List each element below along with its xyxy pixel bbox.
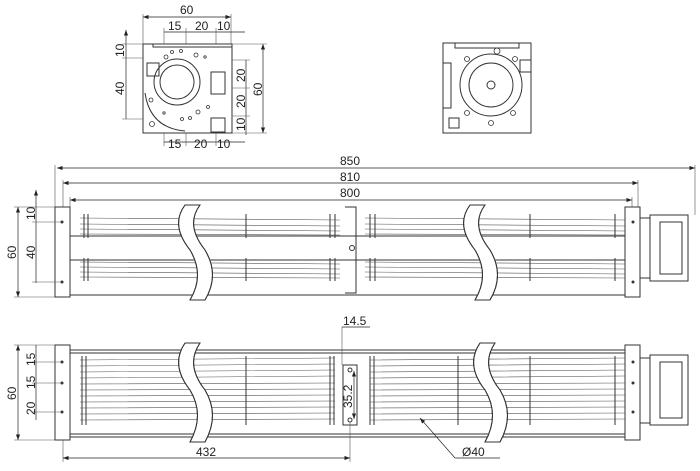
dim-center-distance: 432 <box>196 445 216 459</box>
dim-left-left-b: 40 <box>113 81 127 95</box>
dim-bottom-h-b: 15 <box>24 375 38 389</box>
dim-left-top-a: 15 <box>168 19 182 33</box>
dim-body-length: 800 <box>340 186 360 200</box>
dim-bracket-hole-spacing: 35.2 <box>341 384 355 408</box>
dim-top-height-a: 10 <box>24 206 38 220</box>
dim-bracket-offset: 14.5 <box>343 314 367 328</box>
dim-top-height-b: 40 <box>24 245 38 259</box>
end-view-right <box>442 42 532 134</box>
bottom-view: 60 15 15 20 14.5 35.2 432 Ø40 <box>5 314 689 462</box>
dim-top-height-total: 60 <box>5 245 19 259</box>
dim-bottom-height-total: 60 <box>5 386 19 400</box>
dim-left-bottom-a: 15 <box>168 137 182 151</box>
end-view-left: 60 15 20 10 15 20 10 10 40 20 20 10 60 <box>113 3 267 151</box>
dim-left-right-a: 20 <box>234 68 248 82</box>
dim-bottom-h-c: 20 <box>24 401 38 415</box>
dim-left-right-total: 60 <box>251 82 265 96</box>
dim-left-top-c: 10 <box>217 19 231 33</box>
dim-left-right-b: 20 <box>234 94 248 108</box>
dim-left-bottom-b: 20 <box>194 137 208 151</box>
dim-left-bottom-c: 10 <box>217 137 231 151</box>
dim-left-width-total: 60 <box>180 3 194 17</box>
top-view: 850 810 800 60 10 40 <box>5 154 696 301</box>
dim-left-right-c: 10 <box>234 117 248 131</box>
dim-rotor-diameter: Ø40 <box>462 445 485 459</box>
dim-left-left-a: 10 <box>113 43 127 57</box>
dim-bottom-h-a: 15 <box>24 352 38 366</box>
dim-left-top-b: 20 <box>195 19 209 33</box>
dim-mount-length: 810 <box>340 170 360 184</box>
dim-overall-length: 850 <box>340 154 360 168</box>
